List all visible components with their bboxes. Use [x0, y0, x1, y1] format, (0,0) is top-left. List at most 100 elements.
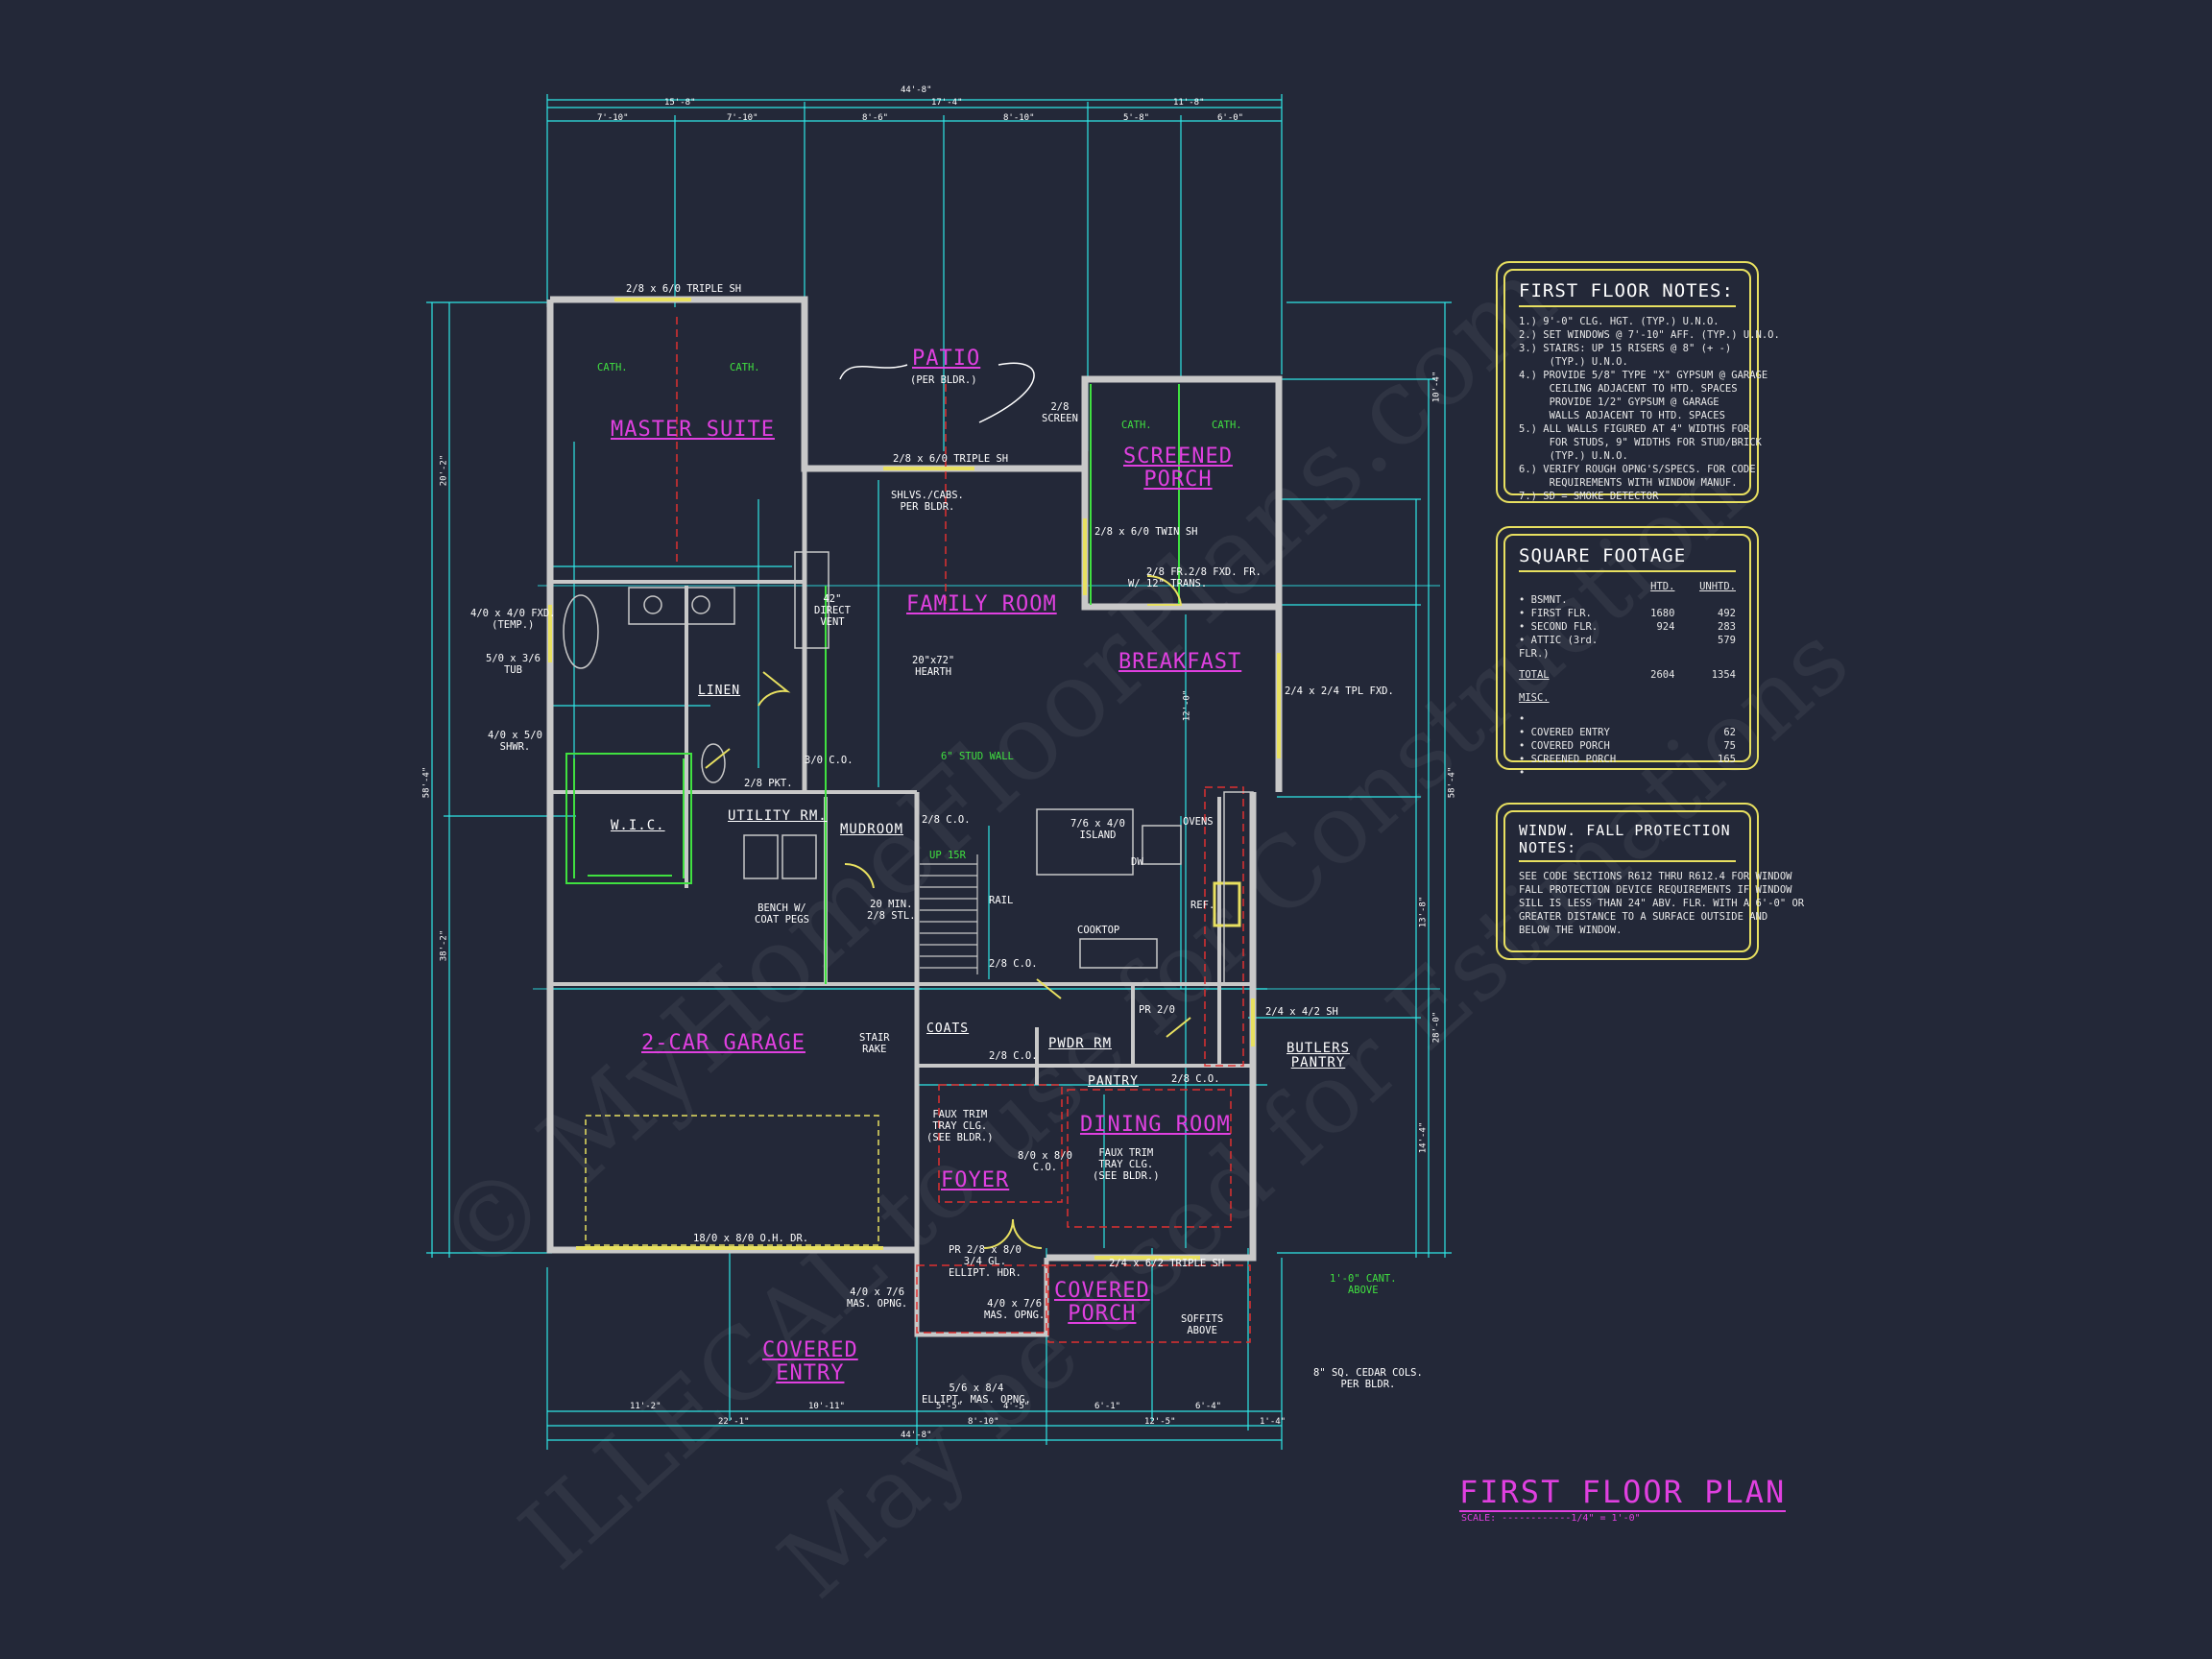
hearth: 20"x72" HEARTH [912, 655, 955, 678]
dim-bottom-d4: 4'-5" [1003, 1402, 1030, 1411]
patio-leader-2 [978, 362, 1035, 423]
room-powder: PWDR RM [1048, 1036, 1113, 1051]
ffn-line: 1.) 9'-0" CLG. HGT. (TYP.) U.N.O. [1519, 316, 1719, 327]
cath-3: CATH. [1121, 420, 1152, 431]
first-floor-notes-panel: FIRST FLOOR NOTES: 1.) 9'-0" CLG. HGT. (… [1496, 261, 1780, 503]
dimension-lines [426, 94, 1452, 1450]
dishwasher: DW [1131, 856, 1143, 868]
shower-note: 4/0 x 5/0 SHWR. [488, 730, 542, 753]
patio-note: (PER BLDR.) [910, 374, 977, 386]
ovens: OVENS [1183, 816, 1214, 828]
wfp-line: BELOW THE WINDOW. [1519, 925, 1623, 936]
ffn-line: (TYP.) U.N.O. [1519, 450, 1628, 462]
dim-top-d4: 8'-10" [1003, 113, 1035, 123]
dim-bottom-a: 22'-1" [718, 1417, 750, 1427]
island: 7/6 x 4/0 ISLAND [1070, 818, 1125, 841]
pocket-door: 2/8 PKT. [744, 778, 793, 789]
window-tpl-fxd: 2/4 x 2/4 TPL FXD. [1285, 685, 1394, 697]
room-garage: 2-CAR GARAGE [641, 1031, 805, 1055]
ffn-line: 4.) PROVIDE 5/8" TYPE "X" GYPSUM @ GARAG… [1519, 370, 1768, 381]
ffn-line: (TYP.) U.N.O. [1519, 356, 1628, 368]
sf-row [1519, 682, 1736, 691]
room-breakfast: BREAKFAST [1118, 650, 1242, 674]
ffn-line: 2.) SET WINDOWS @ 7'-10" AFF. (TYP.) U.N… [1519, 329, 1780, 341]
room-butlers-pantry: BUTLERS PANTRY [1286, 1041, 1351, 1070]
room-coats: COATS [926, 1022, 970, 1036]
front-door: PR 2/8 x 8/0 3/4 GL. ELLIPT. HDR. [949, 1244, 1022, 1279]
window-fall-protection-panel: WINDW. FALL PROTECTION NOTES: SEE CODE S… [1496, 803, 1804, 960]
dim-bottom-b: 8'-10" [968, 1417, 999, 1427]
cased-opening-30: 3/0 C.O. [805, 755, 854, 766]
steel-door: 20 MIN. 2/8 STL. [867, 899, 916, 922]
window-family: 2/8 x 6/0 TRIPLE SH [893, 453, 1009, 465]
room-utility: UTILITY RM. [728, 808, 828, 824]
window-fxd-temp: 4/0 x 4/0 FXD. (TEMP.) [470, 608, 556, 631]
dim-top-d1: 7'-10" [597, 113, 629, 123]
window-fall-title: WINDW. FALL PROTECTION NOTES: [1519, 822, 1736, 862]
first-floor-notes-title: FIRST FLOOR NOTES: [1519, 280, 1736, 307]
room-foyer: FOYER [941, 1168, 1010, 1192]
window-butler: 2/4 x 4/2 SH [1265, 1006, 1338, 1018]
ffn-line: 5.) ALL WALLS FIGURED AT 4" WIDTHS FOR [1519, 423, 1750, 435]
ffn-line: PROVIDE 1/2" GYPSUM @ GARAGE [1519, 397, 1719, 408]
dim-top-d6: 6'-0" [1217, 113, 1244, 123]
stair-up: UP 15R [929, 850, 966, 861]
cath-2: CATH. [730, 362, 760, 373]
dim-bottom-d7: 1'-4" [1260, 1417, 1286, 1427]
room-pantry: PANTRY [1088, 1074, 1139, 1089]
dim-top-d3: 8'-6" [862, 113, 889, 123]
cedar-columns: 8" SQ. CEDAR COLS. PER BLDR. [1313, 1367, 1423, 1390]
dim-bottom-d2: 10'-11" [808, 1402, 845, 1411]
drawing-scale: SCALE: ------------1/4" = 1'-0" [1461, 1513, 1641, 1524]
square-footage-title: SQUARE FOOTAGE [1519, 545, 1736, 572]
sf-row: • [1519, 713, 1526, 725]
stair-rake: STAIR RAKE [859, 1032, 890, 1055]
door-fr-trans: 2/8 FR. W/ 12" TRANS. [1128, 566, 1208, 589]
window-master: 2/8 x 6/0 TRIPLE SH [626, 283, 742, 295]
room-family-room: FAMILY ROOM [906, 592, 1057, 616]
room-covered-porch: COVERED PORCH [1054, 1279, 1150, 1326]
sf-row: • BSMNT. [1519, 594, 1568, 606]
cath-4: CATH. [1212, 420, 1242, 431]
ffn-line: WALLS ADJACENT TO HTD. SPACES [1519, 410, 1725, 421]
patio-leader [839, 364, 908, 380]
drawing-title: FIRST FLOOR PLAN [1459, 1474, 1787, 1512]
refrigerator: REF. [1190, 900, 1215, 911]
ffn-line: REQUIREMENTS WITH WINDOW MANUF. [1519, 477, 1738, 489]
ffn-line: 6.) VERIFY ROUGH OPNG'S/SPECS. FOR CODE [1519, 464, 1756, 475]
fireplace-vent: 42" DIRECT VENT [814, 593, 851, 628]
room-mudroom: MUDROOM [840, 822, 904, 837]
cased-opening-28b: 2/8 C.O. [989, 958, 1038, 970]
room-wic: W.I.C. [611, 818, 665, 833]
appliances [563, 551, 1254, 985]
dim-bottom-d5: 6'-1" [1094, 1402, 1121, 1411]
room-covered-entry: COVERED ENTRY [762, 1338, 858, 1385]
cased-opening-80: 8/0 x 8/0 C.O. [1018, 1150, 1072, 1173]
door-fxd-fr: 2/8 FXD. FR. [1189, 566, 1262, 578]
window-triple-front: 2/4 x 6/2 TRIPLE SH [1109, 1258, 1225, 1269]
sf-row [1519, 661, 1736, 668]
shelves-note: SHLVS./CABS. PER BLDR. [891, 490, 964, 513]
cooktop: COOKTOP [1077, 925, 1120, 936]
dim-right-overall: 58'-4" [1447, 766, 1457, 799]
wfp-line: GREATER DISTANCE TO A SURFACE OUTSIDE AN… [1519, 911, 1768, 923]
ffn-line: 7.) SD = SMOKE DETECTOR [1519, 491, 1659, 502]
windows [548, 298, 1281, 1260]
dim-top-d2: 7'-10" [727, 113, 758, 123]
sf-header: HTD.UNHTD. [1650, 581, 1736, 592]
dim-left-a: 20'-2" [439, 454, 449, 487]
square-footage-panel: SQUARE FOOTAGE HTD.UNHTD. • BSMNT. • FIR… [1496, 526, 1759, 779]
dim-bottom-overall: 44'-8" [901, 1431, 932, 1440]
sf-row: • [1519, 767, 1526, 779]
dim-right-d: 28'-0" [1431, 1011, 1442, 1044]
screen-door: 2/8 SCREEN [1042, 401, 1078, 424]
dim-top-d5: 5'-8" [1123, 113, 1150, 123]
dim-bottom-d3: 5'-5" [936, 1402, 963, 1411]
ellipt-masonry: 5/6 x 8/4 ELLIPT. MAS. OPNG. [922, 1382, 1031, 1406]
pr-door: PR 2/0 [1139, 1004, 1175, 1016]
